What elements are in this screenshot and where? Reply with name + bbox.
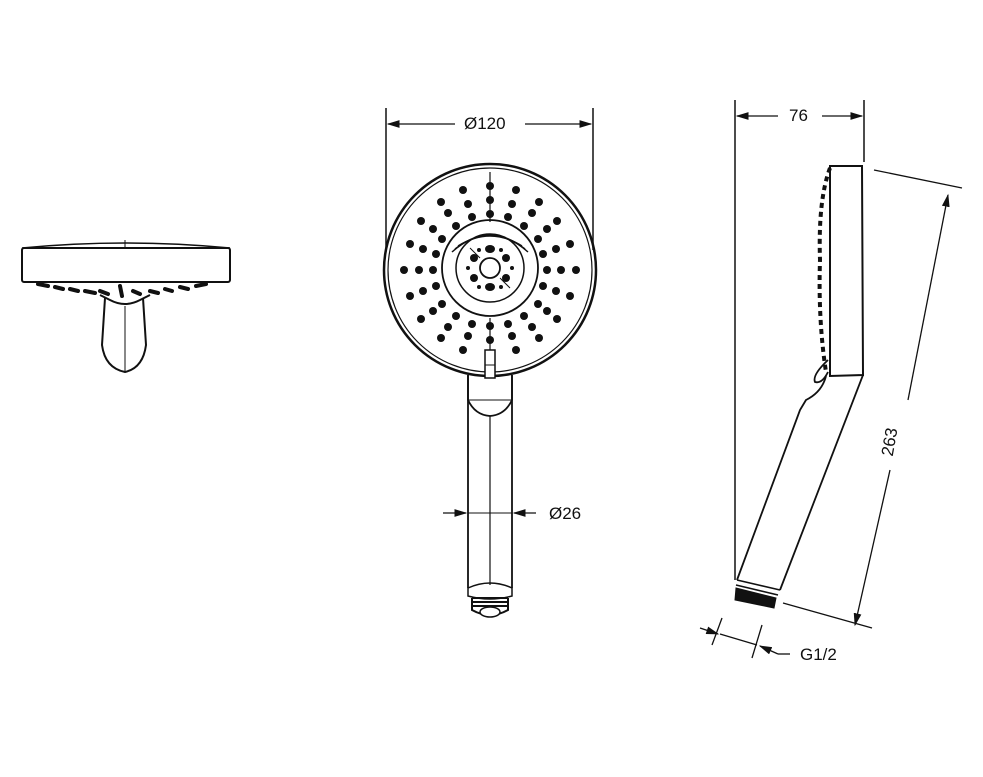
side-view [21, 240, 231, 374]
depth-label: 76 [789, 106, 808, 125]
front-view [382, 108, 598, 618]
spray-holes [400, 182, 580, 354]
thread-label: G1/2 [800, 645, 837, 664]
head-diameter-label: Ø120 [464, 114, 506, 133]
handle-diameter-label: Ø26 [549, 504, 582, 523]
side-nozzles [36, 282, 208, 298]
profile-view [699, 100, 963, 659]
